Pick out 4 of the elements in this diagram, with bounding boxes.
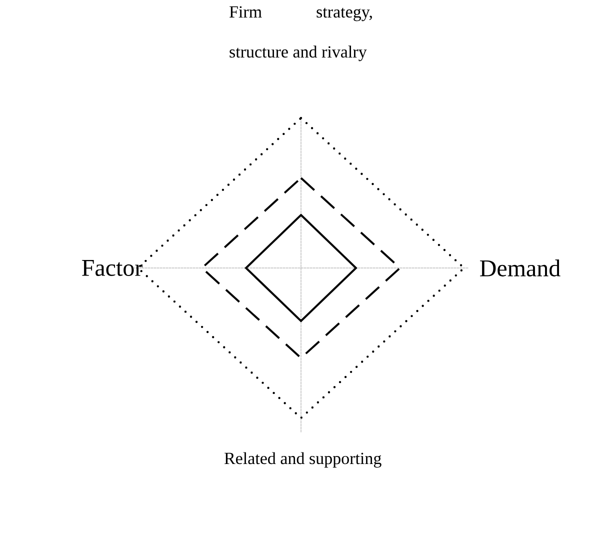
- axis-label: Firm strategy, structure and rivalry: [230, 6, 372, 62]
- axis-label: Demand: [480, 260, 560, 276]
- axis-label: Factor: [82, 260, 142, 276]
- axis-label: Related and supporting: [224, 452, 382, 468]
